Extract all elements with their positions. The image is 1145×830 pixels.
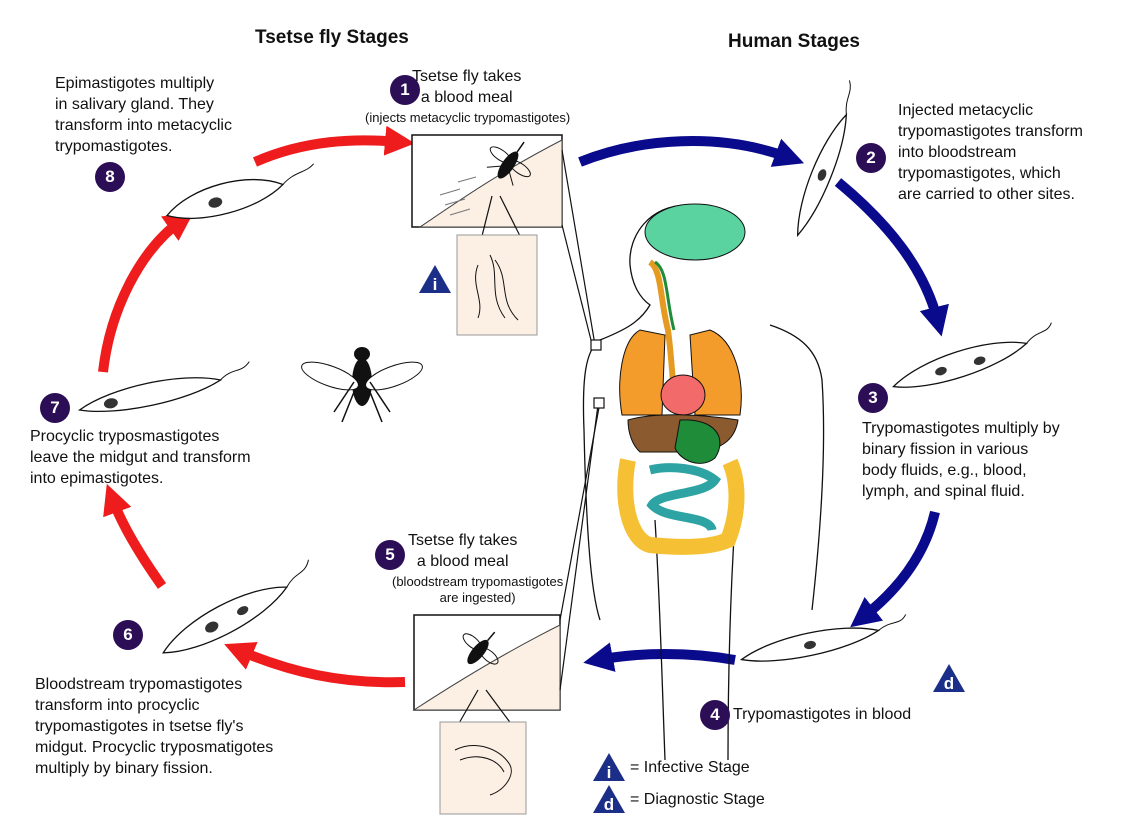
feeding-fly-icon: [462, 631, 499, 665]
stage-6-text: Bloodstream trypomastigotes transform in…: [35, 676, 274, 777]
trypomastigote-stage-3: [892, 322, 1052, 388]
stage-8-text: Epimastigotes multiply in salivary gland…: [55, 75, 232, 155]
stage-3-text: Trypomastigotes multiply by binary fissi…: [862, 420, 1060, 500]
arrow-5-to-6: [224, 642, 406, 688]
stage-5-title: Tsetse fly takes a blood meal: [408, 532, 518, 570]
human-body-figure: [582, 203, 825, 761]
lungs-left: [619, 329, 666, 416]
diagnostic-marker: d: [933, 664, 965, 693]
metacyclic-inset-panel: [456, 234, 538, 336]
stage-5-badge: 5: [375, 540, 405, 570]
arrow-3-to-4: [850, 510, 940, 628]
human-stages-heading: Human Stages: [728, 31, 860, 52]
svg-text:i: i: [607, 763, 612, 782]
procyclic-stage-6: [162, 559, 309, 654]
arrow-1-to-2: [578, 136, 805, 167]
svg-text:d: d: [604, 795, 614, 814]
tsetse-fly-icon: [301, 347, 423, 423]
stage-2-text: Injected metacyclic trypomastigotes tran…: [898, 102, 1083, 203]
trypomastigote-stage-8: [165, 163, 315, 219]
stage-2-badge: 2: [856, 143, 886, 173]
trypomastigote-stage-4: [739, 614, 907, 662]
stage-7-badge: 7: [40, 393, 70, 423]
stage-5-note: (bloodstream trypomastigotes are ingeste…: [392, 574, 564, 605]
stage-1-title: Tsetse fly takes a blood meal: [412, 68, 522, 106]
infective-marker: i: [419, 265, 451, 294]
stage-4-badge: 4: [700, 700, 730, 730]
arrow-4-to-5: [583, 642, 736, 672]
biting-fly-icon: [486, 141, 531, 186]
small-intestine: [646, 463, 722, 532]
legend-infective-icon: i: [593, 753, 625, 782]
legend-diagnostic-icon: d: [593, 785, 625, 814]
arrow-7-to-8: [98, 211, 195, 373]
arrow-6-to-7: [103, 483, 167, 589]
legend-diagnostic-label: = Diagnostic Stage: [630, 791, 765, 808]
stage-6-badge: 6: [113, 620, 143, 650]
epimastigote-stage-7: [77, 361, 250, 413]
fly-bite-panel-1: [411, 134, 563, 237]
brain: [644, 203, 746, 261]
stomach: [674, 419, 721, 464]
stage-8-badge: 8: [95, 162, 125, 192]
arrow-2-to-3: [834, 178, 949, 337]
stage-7-text: Procyclic tryposmastigotes leave the mid…: [30, 428, 251, 487]
legend-infective-label: = Infective Stage: [630, 759, 750, 776]
stage-4-text: Trypomastigotes in blood: [733, 706, 912, 723]
stage-1-badge: 1: [390, 75, 420, 105]
heart: [660, 374, 706, 416]
stage-1-note: (injects metacyclic trypomastigotes): [365, 110, 571, 125]
svg-text:i: i: [433, 275, 438, 294]
tsetse-stages-heading: Tsetse fly Stages: [255, 27, 409, 48]
ingested-inset-panel: [439, 721, 527, 815]
large-intestine: [617, 458, 745, 555]
fly-bite-panel-5: [412, 614, 561, 726]
svg-text:d: d: [944, 674, 954, 693]
stage-3-badge: 3: [858, 383, 888, 413]
arrow-8-to-1: [252, 125, 415, 167]
trypomastigote-stage-2: [796, 80, 851, 238]
